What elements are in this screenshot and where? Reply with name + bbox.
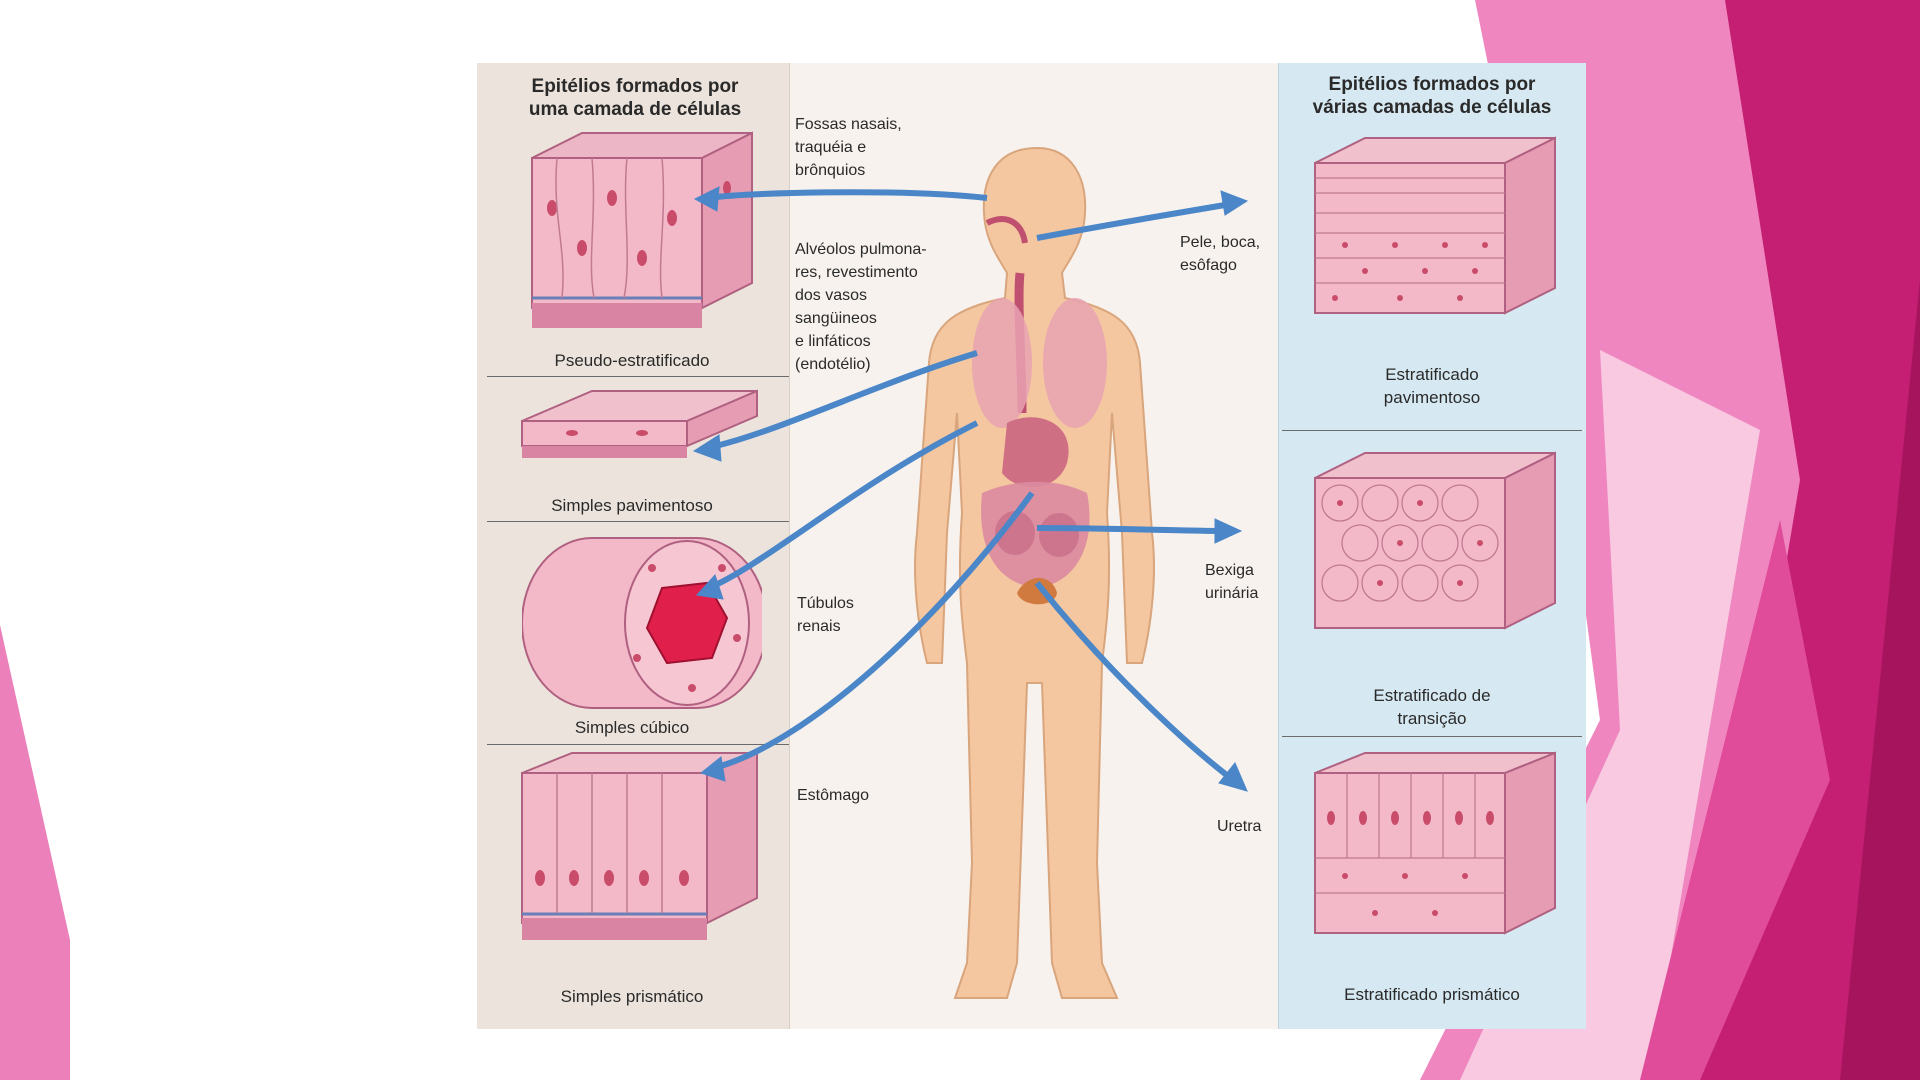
tile-pseudostratified [531, 131, 753, 328]
transitional-label: Estratificado de transição [1373, 686, 1491, 728]
simple-cuboidal-tube-icon [522, 537, 762, 709]
simple-columnar-tissue-icon [521, 751, 758, 940]
left-heading: Epitélios formados por uma camada de cél… [528, 76, 742, 120]
simple-squamous-tissue-icon [521, 389, 758, 458]
stratified-columnar-label: Estratificado prismático [1344, 985, 1520, 1004]
pseudostratified-label: Pseudo-estratificado [554, 351, 710, 370]
simple-columnar-label: Simples prismático [560, 987, 704, 1006]
human-body-icon [914, 146, 1155, 999]
simple-cuboidal-label: Simples cúbico [574, 718, 690, 737]
right-separator-1 [1282, 430, 1582, 431]
right-mid-pink-shape [1640, 520, 1830, 1080]
stratified-squamous-tissue-icon [1314, 136, 1556, 315]
label-fossas: Fossas nasais, traquéia e brônquios [795, 116, 902, 179]
label-alveolos: Alvéolos pulmona- res, revestimento dos … [795, 241, 927, 373]
simple-squamous-label: Simples pavimentoso [551, 496, 713, 515]
label-uretra: Uretra [1217, 818, 1262, 835]
pseudostratified-tissue-icon [531, 131, 753, 328]
right-heading: Epitélios formados por várias camadas de… [1312, 74, 1552, 118]
arrow-bexiga [1036, 518, 1243, 544]
tile-simple-cuboidal [522, 537, 762, 709]
right-separator-2 [1282, 736, 1582, 737]
tile-simple-columnar [521, 751, 758, 940]
epithelium-diagram: Epitélios formados por uma camada de cél… [477, 63, 1586, 1029]
label-estomago: Estômago [797, 787, 870, 804]
right-dark-magenta-shape [1840, 280, 1920, 1080]
left-separator-3 [487, 744, 789, 745]
tile-stratified-columnar [1314, 751, 1556, 935]
label-bexiga: Bexiga urinária [1205, 562, 1259, 602]
tile-simple-squamous [521, 389, 758, 458]
left-separator-2 [487, 521, 789, 522]
arrow-uretra [1034, 581, 1248, 792]
stratified-squamous-label: Estratificado pavimentoso [1383, 365, 1481, 407]
left-pink-shape [0, 625, 70, 1080]
left-separator-1 [487, 376, 789, 377]
stratified-columnar-tissue-icon [1314, 751, 1556, 935]
label-tubulos: Túbulos renais [797, 595, 854, 635]
label-pele: Pele, boca, esôfago [1180, 234, 1261, 274]
right-light-pink-band [1460, 350, 1760, 1080]
tile-stratified-squamous [1314, 136, 1556, 315]
transitional-tissue-icon [1314, 451, 1556, 630]
tile-transitional [1314, 451, 1556, 630]
